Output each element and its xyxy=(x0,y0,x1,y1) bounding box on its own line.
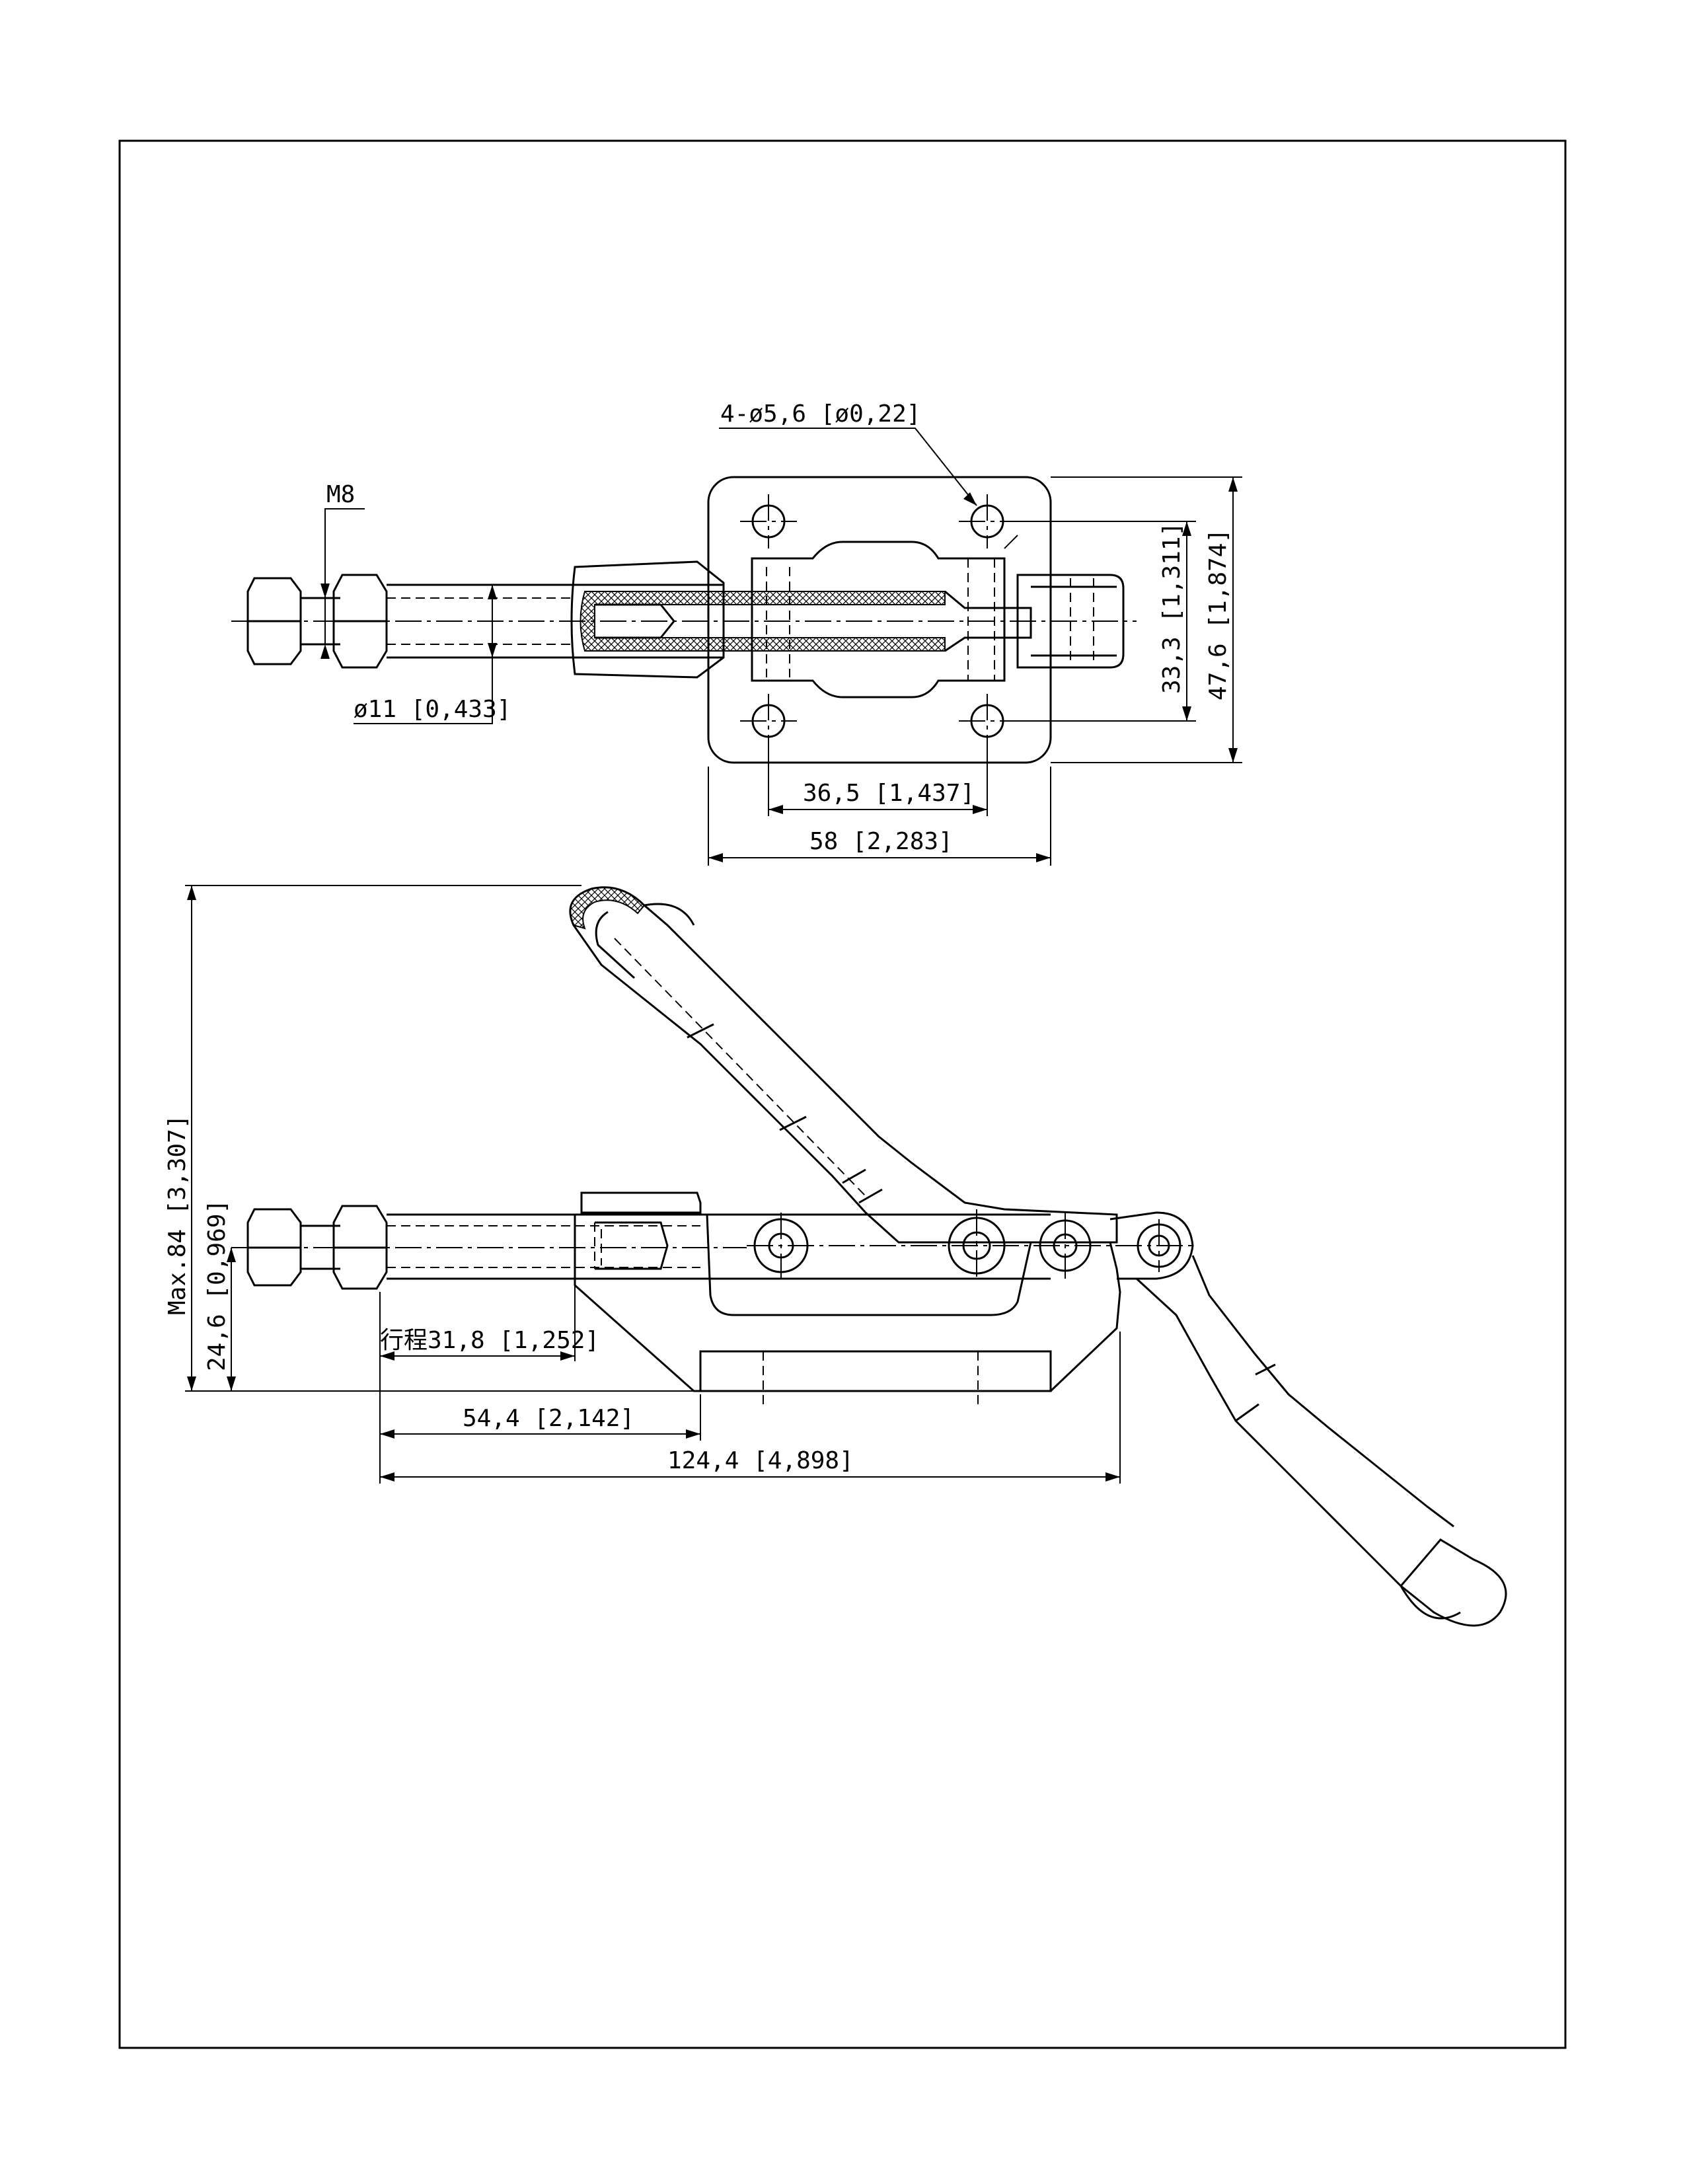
rod-guide xyxy=(570,560,725,679)
max-height-label: Max.84 [3,307] xyxy=(164,1115,191,1315)
hex-bolt xyxy=(246,574,388,669)
thread-label: M8 xyxy=(326,481,355,508)
dim-thread: M8 xyxy=(320,481,365,659)
dim-base-width: 58 [2,283] xyxy=(708,767,1051,866)
dim-rod-diameter: ø11 [0,433] xyxy=(354,585,511,724)
dim-holes: 4-ø5,6 [ø0,22] xyxy=(719,400,1018,549)
holes-label: 4-ø5,6 [ø0,22] xyxy=(720,400,920,428)
clevis xyxy=(1016,574,1125,669)
rod-sleeve-section xyxy=(580,591,946,652)
side-body xyxy=(574,1213,1121,1392)
lower-handle xyxy=(1135,1255,1507,1627)
overall-length-label: 124,4 [4,898] xyxy=(667,1447,854,1474)
dim-base-height: 47,6 [1,874] xyxy=(1051,476,1242,763)
body-housing xyxy=(751,541,1006,698)
base-height-label: 47,6 [1,874] xyxy=(1205,529,1232,700)
dim-stroke: 行程31,8 [1,252] xyxy=(379,1285,599,1441)
drawing-border xyxy=(118,139,1567,2049)
hole-spacing-v-label: 33,3 [1,311] xyxy=(1158,522,1185,694)
dim-max-height: Max.84 [3,307] xyxy=(164,885,700,1392)
base-width-label: 58 [2,283] xyxy=(809,828,953,855)
upper-handle xyxy=(569,886,1118,1244)
dim-hole-spacing-h: 36,5 [1,437] xyxy=(768,740,988,816)
rod-height-label: 24,6 [0,969] xyxy=(204,1199,231,1371)
dim-base-offset: 54,4 [2,142] xyxy=(380,1394,701,1441)
guide-block xyxy=(580,1191,702,1214)
dim-rod-height: 24,6 [0,969] xyxy=(204,1199,236,1391)
side-base xyxy=(699,1350,1052,1392)
base-plate xyxy=(707,476,1052,764)
stroke-label: 行程31,8 [1,252] xyxy=(380,1327,599,1354)
hole-spacing-h-label: 36,5 [1,437] xyxy=(803,780,975,807)
top-view: M8 ø11 [0,433] 4-ø5,6 [ø0,22] 36,5 [1,43… xyxy=(231,400,1242,866)
base-offset-label: 54,4 [2,142] xyxy=(463,1405,634,1432)
dim-overall-length: 124,4 [4,898] xyxy=(379,1332,1121,1484)
pivots xyxy=(747,1209,1196,1282)
rod-diameter-label: ø11 [0,433] xyxy=(354,696,511,723)
mounting-holes xyxy=(740,494,1016,748)
dim-hole-spacing-v: 33,3 [1,311] xyxy=(1004,521,1196,722)
side-view: Max.84 [3,307] 24,6 [0,969] 行程31,8 [1,25… xyxy=(164,885,1507,1627)
